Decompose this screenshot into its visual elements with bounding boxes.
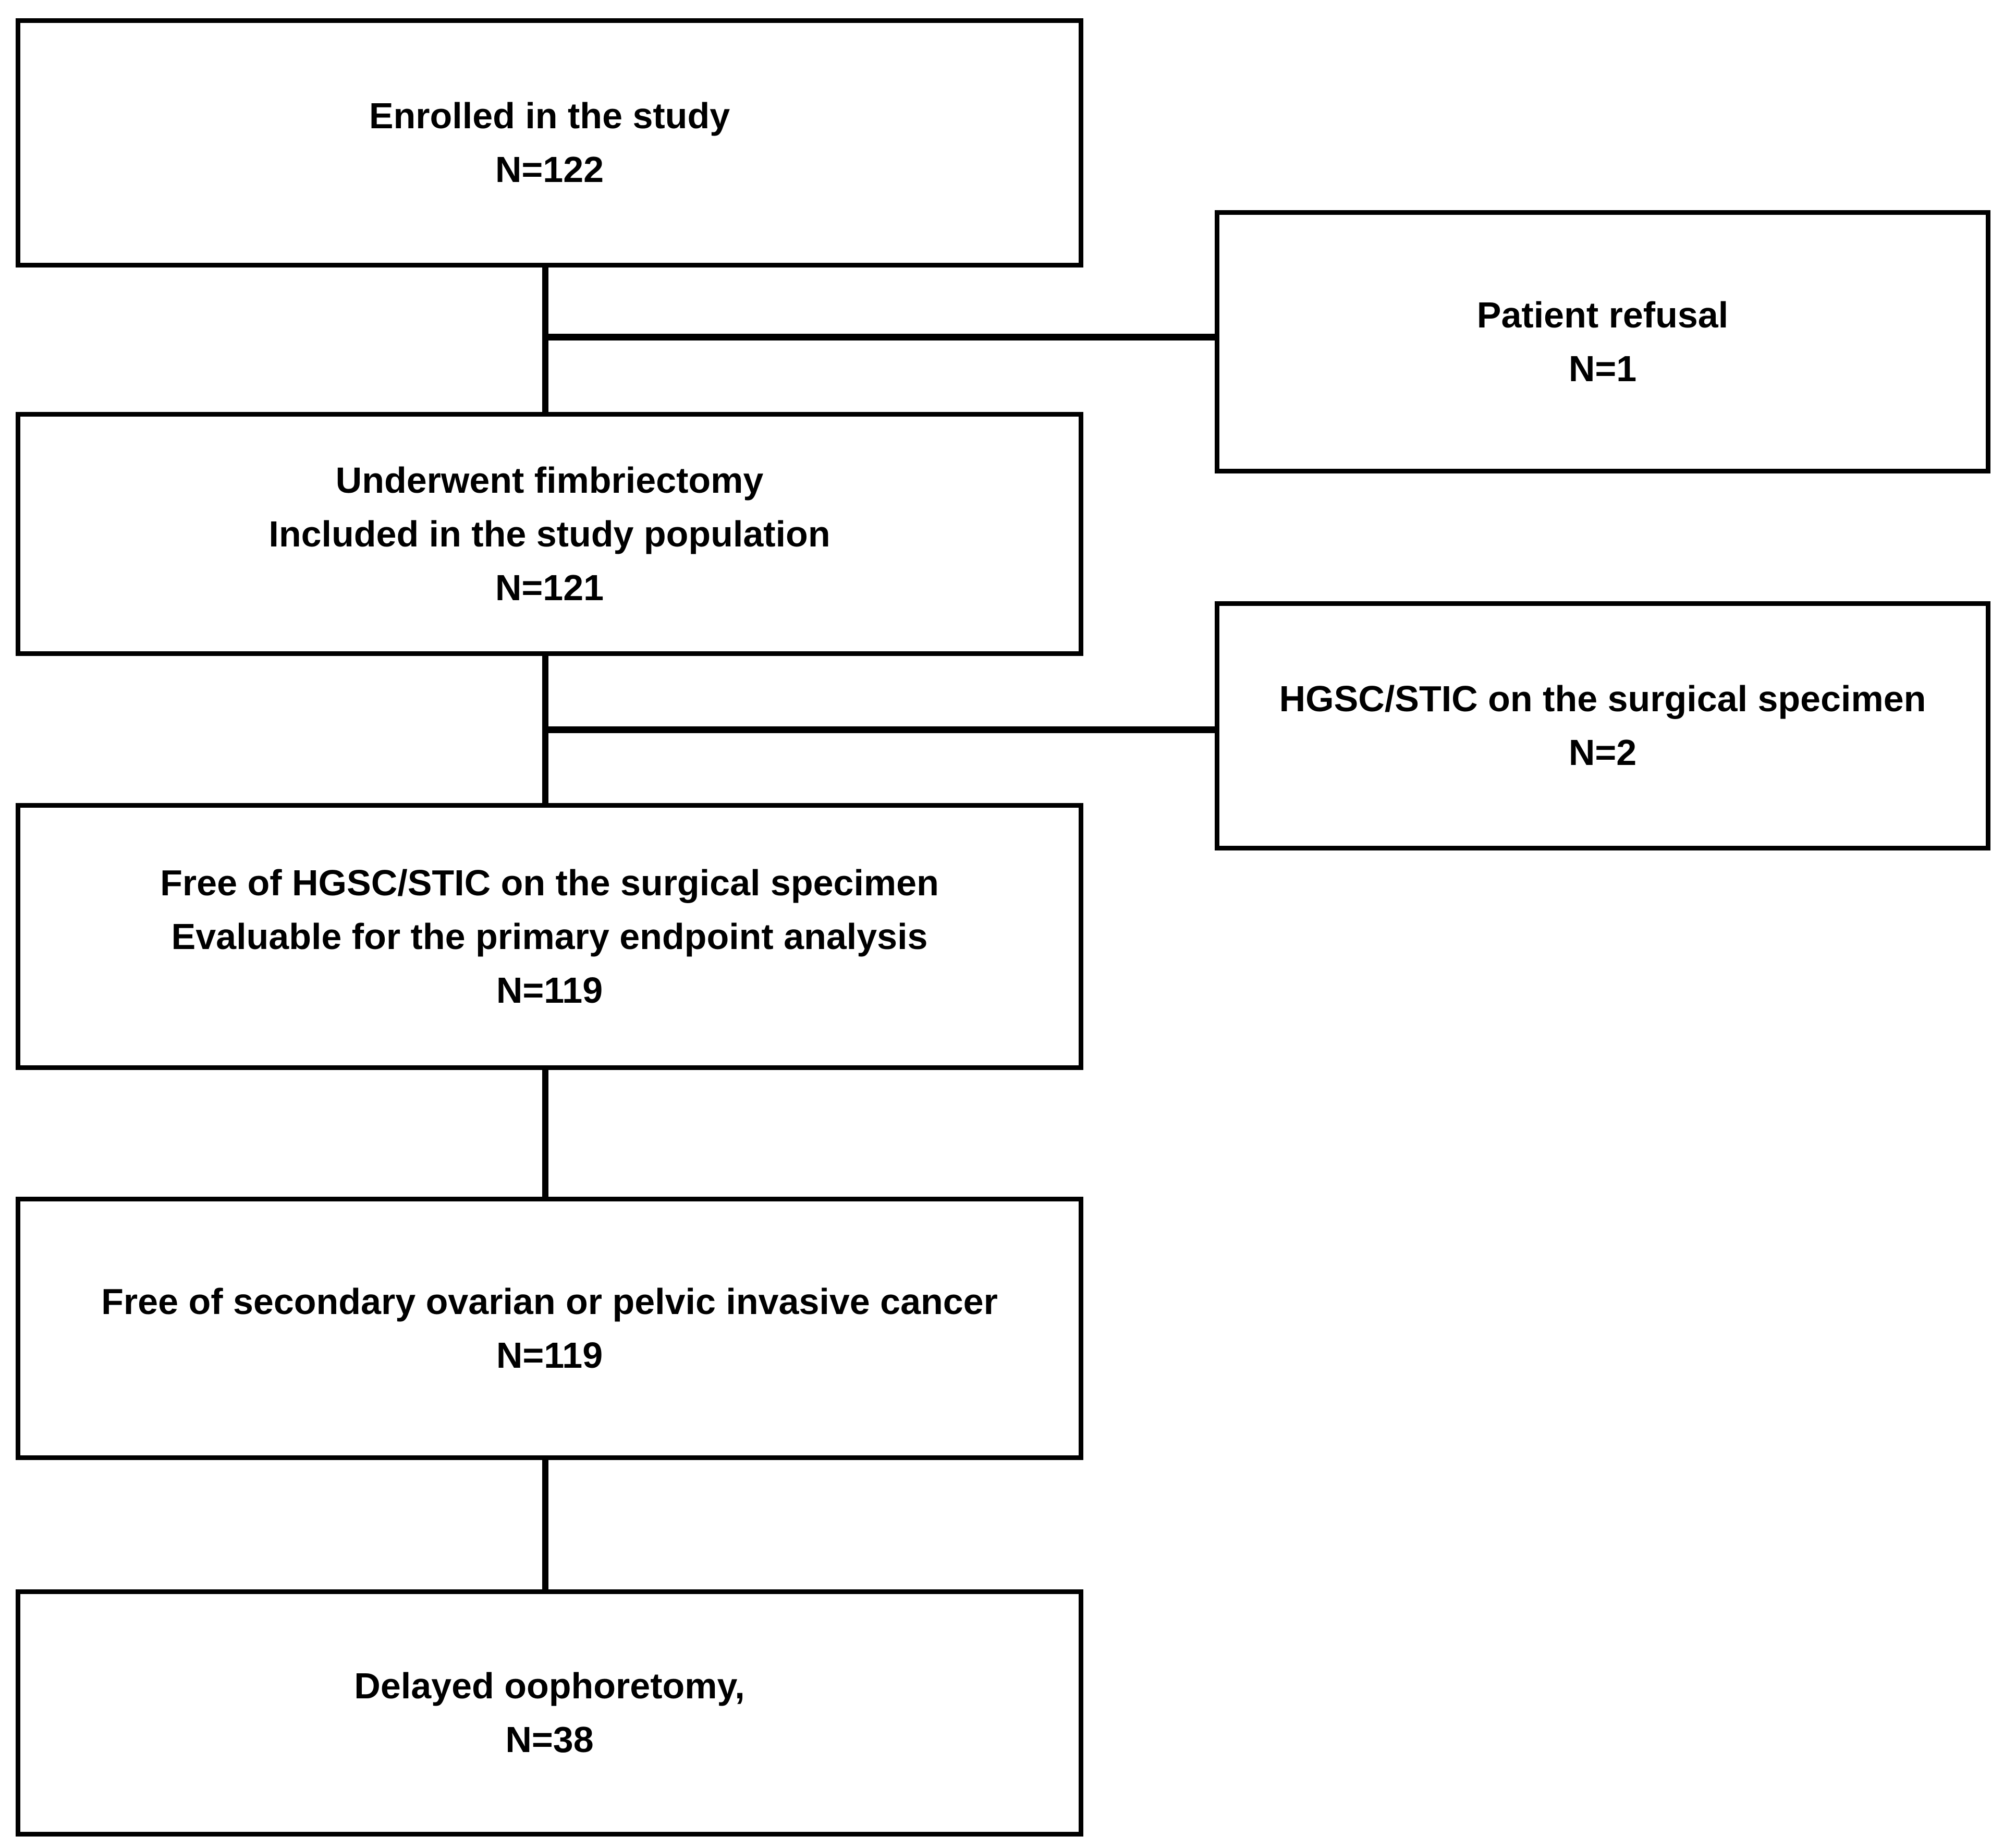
box-delayed-oophoretomy-count: N=38 bbox=[505, 1719, 594, 1760]
box-enrolled-line-1: Enrolled in the study bbox=[369, 95, 730, 136]
box-enrolled-count: N=122 bbox=[495, 149, 604, 190]
box-free-of-secondary-cancer-count: N=119 bbox=[496, 1334, 603, 1376]
box-free-of-hgsc-stic: Free of HGSC/STIC on the surgical specim… bbox=[16, 803, 1083, 1070]
connector-free-hgsc-to-free-secondary bbox=[542, 1066, 548, 1201]
box-delayed-oophoretomy-text: Delayed oophoretomy, N=38 bbox=[20, 1659, 1079, 1767]
box-patient-refusal-line-1: Patient refusal bbox=[1476, 294, 1729, 335]
box-fimbriectomy: Underwent fimbriectomy Included in the s… bbox=[16, 412, 1083, 656]
box-delayed-oophoretomy: Delayed oophoretomy, N=38 bbox=[16, 1589, 1083, 1837]
connector-branch-to-patient-refusal bbox=[542, 334, 1219, 341]
box-fimbriectomy-line-1: Underwent fimbriectomy bbox=[335, 459, 764, 501]
box-enrolled-text: Enrolled in the study N=122 bbox=[20, 89, 1079, 197]
box-fimbriectomy-line-2: Included in the study population bbox=[268, 513, 830, 554]
connector-free-secondary-to-delayed bbox=[542, 1456, 548, 1594]
box-fimbriectomy-text: Underwent fimbriectomy Included in the s… bbox=[20, 454, 1079, 615]
box-hgsc-stic-excluded-count: N=2 bbox=[1568, 732, 1637, 773]
box-hgsc-stic-excluded: HGSC/STIC on the surgical specimen N=2 bbox=[1215, 601, 1990, 850]
box-hgsc-stic-excluded-text: HGSC/STIC on the surgical specimen N=2 bbox=[1219, 672, 1986, 780]
box-free-of-hgsc-stic-line-2: Evaluable for the primary endpoint analy… bbox=[171, 916, 928, 957]
box-free-of-hgsc-stic-count: N=119 bbox=[496, 969, 603, 1011]
box-enrolled: Enrolled in the study N=122 bbox=[16, 18, 1083, 268]
box-free-of-secondary-cancer-line-1: Free of secondary ovarian or pelvic inva… bbox=[101, 1281, 998, 1322]
box-hgsc-stic-excluded-line-1: HGSC/STIC on the surgical specimen bbox=[1279, 678, 1926, 719]
box-free-of-hgsc-stic-text: Free of HGSC/STIC on the surgical specim… bbox=[20, 856, 1079, 1017]
box-patient-refusal: Patient refusal N=1 bbox=[1215, 210, 1990, 473]
box-fimbriectomy-count: N=121 bbox=[495, 567, 604, 608]
box-free-of-secondary-cancer: Free of secondary ovarian or pelvic inva… bbox=[16, 1197, 1083, 1460]
connector-branch-to-hgsc-excluded bbox=[542, 726, 1219, 733]
box-free-of-secondary-cancer-text: Free of secondary ovarian or pelvic inva… bbox=[20, 1275, 1079, 1382]
box-patient-refusal-text: Patient refusal N=1 bbox=[1219, 288, 1986, 396]
box-patient-refusal-count: N=1 bbox=[1568, 348, 1637, 389]
box-free-of-hgsc-stic-line-1: Free of HGSC/STIC on the surgical specim… bbox=[160, 862, 939, 903]
box-delayed-oophoretomy-line-1: Delayed oophoretomy, bbox=[354, 1665, 745, 1706]
